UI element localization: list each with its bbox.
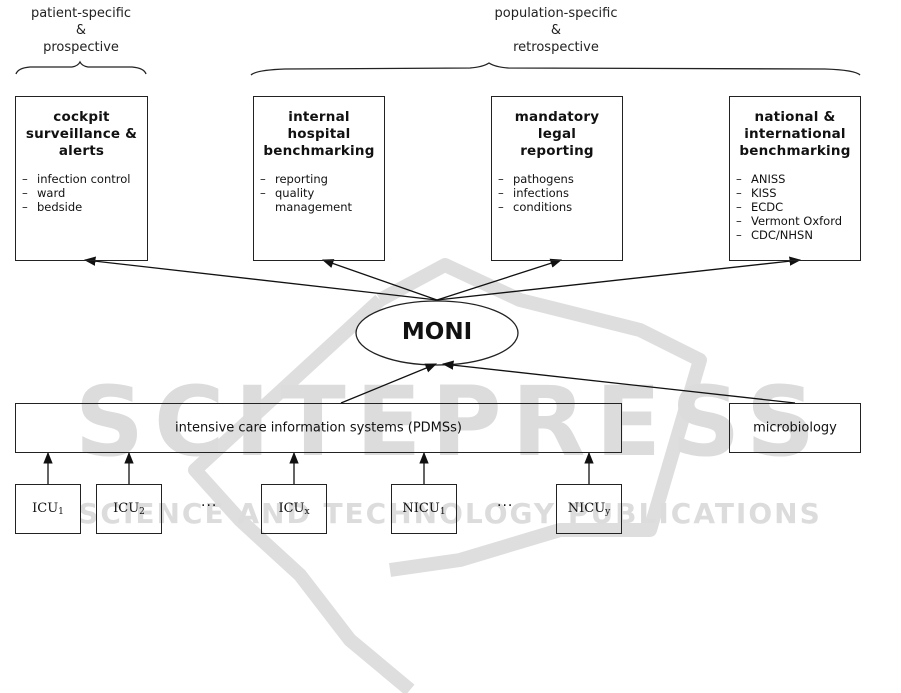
box-title: internal hospital benchmarking	[254, 109, 384, 160]
microbiology-label: microbiology	[753, 420, 837, 436]
box-title-line: international	[744, 126, 846, 142]
list-item: reporting	[260, 172, 380, 186]
unit-base: ICU	[32, 501, 59, 516]
list-item: quality management	[260, 186, 355, 214]
box-item-list: infection control ward bedside	[16, 172, 147, 214]
unit-base: ICU	[278, 501, 305, 516]
list-item: ward	[22, 186, 143, 200]
unit-label: NICU1	[392, 501, 456, 517]
ellipsis-nicu: ···	[497, 498, 514, 514]
box-item-list: ANISS KISS ECDC Vermont Oxford CDC/NHSN	[730, 172, 860, 242]
moni-label: MONI	[401, 319, 473, 345]
unit-box-icu-x: ICUx	[261, 484, 327, 534]
unit-base: NICU	[402, 501, 440, 516]
box-title-line: legal	[537, 126, 577, 142]
group-label-line: retrospective	[513, 40, 599, 55]
unit-label: ICUx	[262, 501, 326, 517]
box-title-line: national &	[754, 109, 836, 125]
arrow-moni-to-mandatory	[436, 258, 563, 301]
list-item: Vermont Oxford	[736, 214, 856, 228]
box-title-line: surveillance &	[25, 126, 138, 142]
unit-subscript: y	[605, 507, 611, 517]
group-label-line: &	[550, 23, 562, 38]
arrow-moni-to-national	[436, 256, 802, 301]
watermark-emblem	[188, 294, 415, 693]
arrow-pdms-to-moni	[340, 363, 438, 404]
watermark-text-top: SCITEPRESS	[75, 366, 825, 478]
box-title: mandatory legal reporting	[492, 109, 622, 160]
unit-label: ICU1	[16, 501, 80, 517]
box-title: national & international benchmarking	[730, 109, 860, 160]
unit-box-icu-1: ICU1	[15, 484, 81, 534]
microbiology-box: microbiology	[729, 403, 861, 453]
list-item: CDC/NHSN	[736, 228, 856, 242]
box-title-line: internal	[288, 109, 350, 125]
output-box-internal-benchmarking: internal hospital benchmarking reporting…	[253, 96, 385, 261]
list-item: conditions	[498, 200, 618, 214]
unit-box-nicu-y: NICUy	[556, 484, 622, 534]
unit-subscript: 2	[139, 507, 145, 517]
box-item-list: pathogens infections conditions	[492, 172, 622, 214]
arrow-microbiology-to-moni	[441, 360, 796, 404]
unit-subscript: 1	[439, 507, 446, 517]
list-item: infection control	[22, 172, 143, 186]
group-label-patient: patient-specific & prospective	[15, 5, 147, 56]
group-label-line: patient-specific	[30, 6, 132, 21]
unit-box-nicu-1: NICU1	[391, 484, 457, 534]
box-title-line: cockpit	[53, 109, 110, 125]
brace-patient	[15, 60, 147, 75]
unit-subscript: x	[304, 507, 310, 517]
unit-base: ICU	[113, 501, 140, 516]
group-label-population: population-specific & retrospective	[456, 5, 656, 56]
unit-base: NICU	[567, 501, 606, 516]
arrow-moni-to-internal	[321, 259, 438, 301]
arrow-moni-to-cockpit	[83, 256, 438, 301]
group-label-line: &	[75, 23, 87, 38]
box-title-line: benchmarking	[263, 143, 375, 159]
list-item: KISS	[736, 186, 856, 200]
watermark-text-bottom: SCIENCE AND TECHNOLOGY PUBLICATIONS	[78, 497, 822, 530]
list-item: infections	[498, 186, 618, 200]
box-item-list: reporting quality management	[254, 172, 384, 214]
box-title-line: benchmarking	[739, 143, 851, 159]
brace-population	[250, 62, 861, 76]
output-box-national-benchmarking: national & international benchmarking AN…	[729, 96, 861, 261]
box-title: cockpit surveillance & alerts	[16, 109, 147, 160]
ellipsis-icu: ···	[201, 498, 218, 514]
unit-label: ICU2	[97, 501, 161, 517]
box-title-line: mandatory	[514, 109, 600, 125]
unit-subscript: 1	[58, 507, 64, 517]
output-box-mandatory-reporting: mandatory legal reporting pathogens infe…	[491, 96, 623, 261]
unit-box-icu-2: ICU2	[96, 484, 162, 534]
list-item: ECDC	[736, 200, 856, 214]
group-label-line: population-specific	[494, 6, 618, 21]
list-item: bedside	[22, 200, 143, 214]
pdms-box: intensive care information systems (PDMS…	[15, 403, 622, 453]
box-title-line: hospital	[287, 126, 351, 142]
output-box-cockpit: cockpit surveillance & alerts infection …	[15, 96, 148, 261]
box-title-line: alerts	[58, 143, 105, 159]
pdms-label: intensive care information systems (PDMS…	[175, 420, 462, 436]
list-item: pathogens	[498, 172, 618, 186]
unit-label: NICUy	[557, 501, 621, 517]
list-item: ANISS	[736, 172, 856, 186]
group-label-line: prospective	[43, 40, 119, 55]
box-title-line: reporting	[520, 143, 594, 159]
